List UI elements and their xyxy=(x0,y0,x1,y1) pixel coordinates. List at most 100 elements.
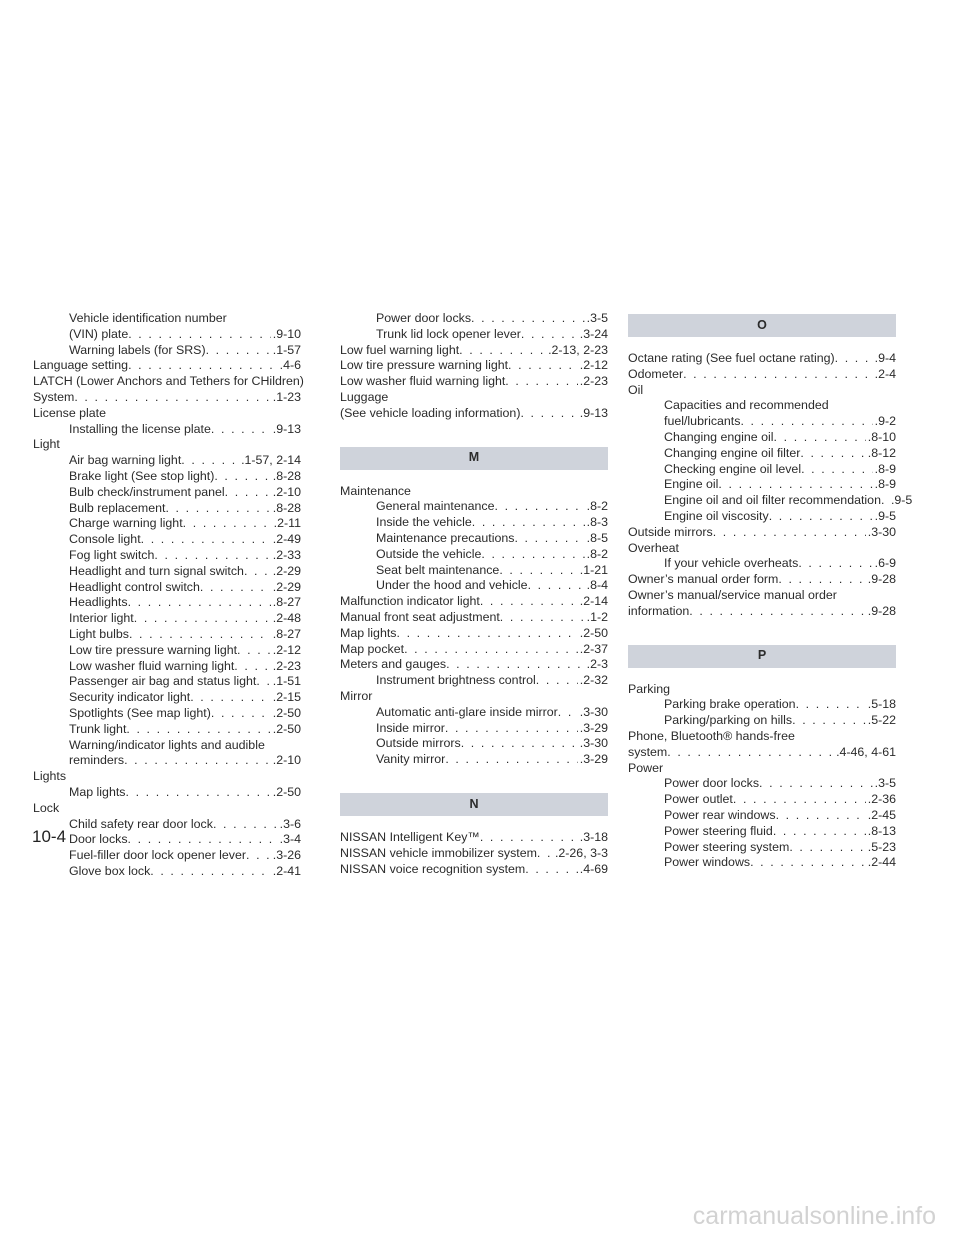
entry-term: Inside mirror xyxy=(376,720,445,735)
dot-leader xyxy=(244,564,271,580)
index-entry: Language setting.4-6 xyxy=(33,358,301,374)
entry-term: Language setting xyxy=(33,358,129,373)
entry-term: Bulb check/instrument panel xyxy=(69,484,225,499)
entry-page-ref: .2-4 xyxy=(874,366,896,381)
dot-leader xyxy=(759,776,873,792)
dot-leader xyxy=(183,516,272,532)
dot-leader xyxy=(190,690,271,706)
entry-term: Under the hood and vehicle xyxy=(376,578,528,593)
entry-page-ref: .3-4 xyxy=(279,832,301,847)
entry-page-ref: .3-18 xyxy=(579,829,608,844)
dot-leader xyxy=(125,785,270,801)
entry-term: Outside mirrors xyxy=(376,736,461,751)
dot-leader xyxy=(480,830,578,846)
entry-term: Outside mirrors xyxy=(628,524,713,539)
entry-term: Fuel-filler door lock opener lever xyxy=(69,848,246,863)
entry-page-ref: .2-45 xyxy=(867,807,896,822)
index-entry: Vehicle identification number xyxy=(33,311,301,327)
entry-term: Security indicator light xyxy=(69,690,191,705)
dot-leader xyxy=(774,430,866,446)
index-entry: Spotlights (See map light).2-50 xyxy=(33,706,301,722)
entry-page-ref: .1-57, 2-14 xyxy=(241,453,301,468)
dot-leader xyxy=(528,578,585,594)
entry-term: Power door locks xyxy=(664,776,760,791)
entry-page-ref: .2-14 xyxy=(579,594,608,609)
index-entry: Engine oil and oil filter recommendation… xyxy=(628,493,912,509)
entry-page-ref: .3-5 xyxy=(874,776,896,791)
dot-leader xyxy=(126,722,270,738)
entry-term: Power rear windows xyxy=(664,807,776,822)
dot-leader xyxy=(471,311,585,327)
watermark: carmanualsonline.info xyxy=(692,1202,936,1230)
entry-page-ref: .2-11 xyxy=(273,516,301,531)
dot-leader xyxy=(733,792,866,808)
page-number: 10-4 xyxy=(32,827,67,846)
index-column-3: O Octane rating (See fuel octane rating)… xyxy=(628,311,912,872)
entry-term: NISSAN voice recognition system xyxy=(340,861,526,876)
entry-term: Power windows xyxy=(664,855,751,870)
entry-page-ref: .8-5 xyxy=(586,530,608,545)
index-entry: Outside mirrors.3-30 xyxy=(340,736,608,752)
dot-leader xyxy=(835,351,873,367)
entry-term: Maintenance xyxy=(340,483,411,498)
dot-leader xyxy=(128,327,271,343)
entry-term: Engine oil xyxy=(664,477,719,492)
index-entry: Passenger air bag and status light.1-51 xyxy=(33,674,301,690)
dot-leader xyxy=(461,736,578,752)
entry-page-ref: .2-48 xyxy=(272,611,301,626)
dot-leader xyxy=(206,343,271,359)
entry-page-ref: .9-4 xyxy=(874,351,896,365)
dot-leader xyxy=(796,697,866,713)
entry-page-ref: .2-50 xyxy=(579,625,608,640)
index-entry: Instrument brightness control.2-32 xyxy=(340,673,608,689)
entry-term: Fog light switch xyxy=(69,547,155,562)
index-entry: Charge warning light.2-11 xyxy=(33,516,301,532)
index-entry: Inside mirror.3-29 xyxy=(340,721,608,737)
dot-leader xyxy=(234,659,270,675)
entry-page-ref: .8-27 xyxy=(272,626,301,641)
dot-leader xyxy=(213,817,278,833)
entry-term: Spotlights (See map light) xyxy=(69,705,211,720)
entry-term: Parking/parking on hills xyxy=(664,713,793,728)
dot-leader xyxy=(508,358,578,374)
entry-page-ref: .2-15 xyxy=(272,690,301,705)
entry-page-ref: .8-28 xyxy=(272,500,301,515)
entry-term: fuel/lubricants xyxy=(664,414,741,429)
dot-leader xyxy=(150,864,270,880)
index-entry: Door locks.3-4 xyxy=(33,832,301,848)
dot-leader xyxy=(798,556,872,572)
index-entry: (VIN) plate.9-10 xyxy=(33,327,301,343)
entry-page-ref: .8-27 xyxy=(272,595,301,610)
entry-term: Engine oil and oil filter recommendation xyxy=(664,493,881,508)
dot-leader xyxy=(750,855,866,871)
entry-term: Low tire pressure warning light xyxy=(69,642,238,657)
index-entry: Low tire pressure warning light.2-12 xyxy=(33,643,301,659)
dot-leader xyxy=(237,643,271,659)
entry-term: Phone, Bluetooth® hands-free xyxy=(628,728,795,743)
entry-term: Brake light (See stop light) xyxy=(69,468,215,483)
index-entry: Power door locks.3-5 xyxy=(340,311,608,327)
entry-page-ref: .2-23 xyxy=(272,658,301,673)
dot-leader xyxy=(713,525,866,541)
dot-leader xyxy=(499,563,577,579)
index-entry: fuel/lubricants .9-2 xyxy=(628,414,896,430)
index-entry: Bulb check/instrument panel.2-10 xyxy=(33,485,301,501)
dot-leader xyxy=(769,509,873,525)
index-entry: NISSAN vehicle immobilizer system.2-26, … xyxy=(340,846,608,862)
index-entry: Bulb replacement.8-28 xyxy=(33,501,301,517)
entry-term: Vehicle identification number xyxy=(69,311,227,325)
entry-page-ref: .5-23 xyxy=(867,839,896,854)
index-entry: Manual front seat adjustment.1-2 xyxy=(340,610,608,626)
dot-leader xyxy=(211,706,271,722)
dot-leader xyxy=(141,532,271,548)
index-entry: Map lights.2-50 xyxy=(33,785,301,801)
entry-page-ref: .9-2 xyxy=(874,414,896,429)
entry-term: Engine oil viscosity xyxy=(664,508,769,523)
entry-term: Maintenance precautions xyxy=(376,530,515,545)
dot-leader xyxy=(494,499,584,515)
entry-term: Low fuel warning light xyxy=(340,342,460,357)
